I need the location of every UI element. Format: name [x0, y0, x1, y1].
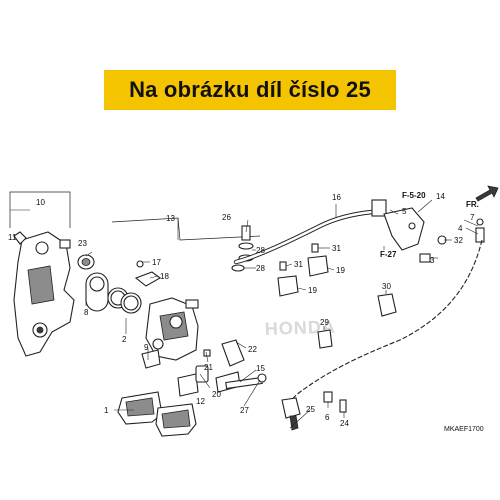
- sensor-connector: [475, 218, 485, 243]
- callout-30: 30: [382, 282, 391, 291]
- callout-31b: 31: [294, 260, 303, 269]
- callout-7: 7: [470, 213, 475, 222]
- speed-sensor: [281, 397, 301, 431]
- callout-31a: 31: [332, 244, 341, 253]
- brake-hose: [233, 199, 387, 265]
- front-direction-arrow-icon: FR.: [466, 185, 499, 209]
- caliper-bracket: [13, 231, 75, 357]
- bleed-valve: [134, 260, 161, 287]
- callout-2: 2: [122, 335, 127, 344]
- pin-boot: [77, 254, 95, 270]
- callout-18: 18: [160, 272, 169, 281]
- callout-19a: 19: [336, 266, 345, 275]
- callout-27: 27: [240, 406, 249, 415]
- ref-f-27: F-27: [380, 250, 397, 259]
- callout-28b: 28: [256, 264, 265, 273]
- callout-20: 20: [212, 390, 221, 399]
- callout-32: 32: [454, 236, 463, 245]
- hose-bracket: [383, 207, 447, 263]
- callout-19b: 19: [308, 286, 317, 295]
- caliper-pins: [195, 339, 267, 393]
- callout-29: 29: [320, 318, 329, 327]
- callout-6: 6: [325, 413, 330, 422]
- callout-22: 22: [248, 345, 257, 354]
- callout-26: 26: [222, 213, 231, 222]
- callout-14: 14: [436, 192, 445, 201]
- caliper-body: [145, 297, 199, 361]
- pad-retainer: [177, 373, 199, 397]
- banner-text: Na obrázku díl číslo 25: [129, 77, 371, 102]
- bracket-group-frame: [9, 191, 71, 228]
- hose-clamps: [277, 255, 329, 297]
- callout-24: 24: [340, 419, 349, 428]
- speed-sensor-cable: [287, 239, 483, 409]
- svg-text:FR.: FR.: [466, 200, 479, 209]
- callout-21: 21: [204, 363, 213, 372]
- callout-12: 12: [196, 397, 205, 406]
- sensor-bolts: [323, 391, 347, 413]
- caliper-group-frame: [111, 217, 261, 241]
- callout-25: 25: [306, 405, 315, 414]
- callout-5: 5: [402, 207, 407, 216]
- bracket-clip: [13, 231, 27, 245]
- pad-spring: [141, 349, 161, 369]
- drawing-code: MKAEF1700: [444, 426, 484, 433]
- part-number-banner: Na obrázku díl číslo 25: [104, 70, 396, 110]
- callout-numbers: 1 2 3 4 5 6 7 8 9 10 11 12 13 14 15 16 1…: [8, 192, 475, 428]
- callout-8: 8: [84, 308, 89, 317]
- leader-lines: [85, 199, 479, 429]
- brake-pads: [117, 391, 197, 437]
- callout-10: 10: [36, 198, 45, 207]
- callout-23: 23: [78, 239, 87, 248]
- cable-clip: [317, 329, 333, 349]
- callout-3: 3: [430, 256, 435, 265]
- callout-28a: 28: [256, 246, 265, 255]
- callout-9: 9: [144, 343, 149, 352]
- callout-16: 16: [332, 193, 341, 202]
- cable-grommet: [377, 293, 397, 317]
- callout-15: 15: [256, 364, 265, 373]
- callout-11: 11: [8, 233, 17, 242]
- banjo-bolt: [231, 225, 254, 272]
- reference-labels: F-5-20 F-27: [380, 191, 426, 259]
- ref-f-5-20: F-5-20: [402, 191, 426, 200]
- caliper-piston: [85, 272, 109, 312]
- callout-4: 4: [458, 224, 463, 233]
- callout-1: 1: [104, 406, 109, 415]
- piston-seals: [107, 287, 142, 314]
- callout-13: 13: [166, 214, 175, 223]
- callout-17: 17: [152, 258, 161, 267]
